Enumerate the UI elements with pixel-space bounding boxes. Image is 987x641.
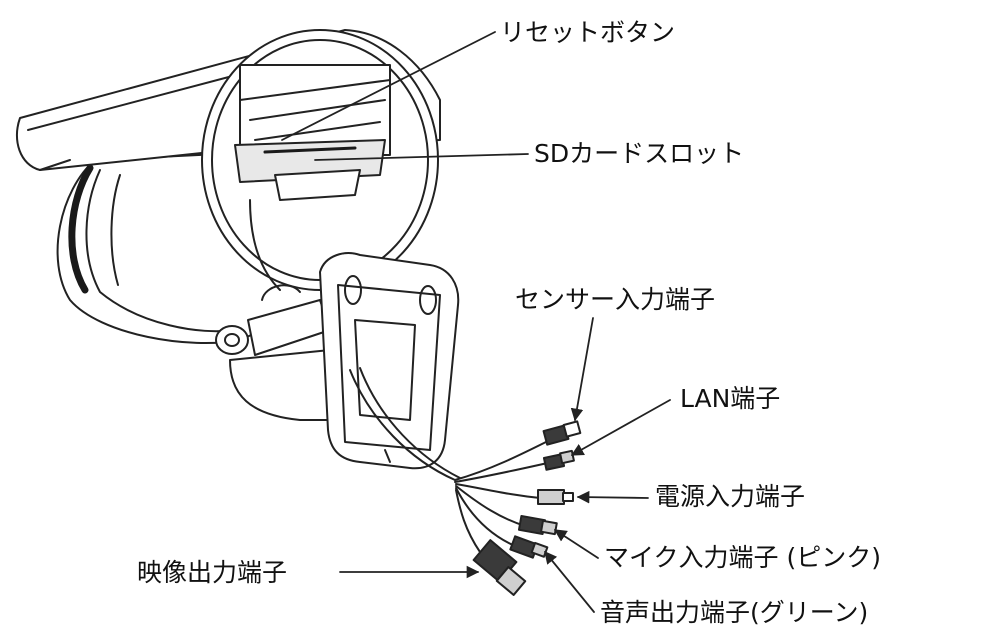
connectors: [472, 420, 582, 596]
power-leader: [576, 490, 649, 504]
sd-leader: [314, 153, 529, 161]
lan-leader: [570, 399, 671, 456]
label-video-output: 映像出力端子: [137, 558, 288, 587]
label-sensor-input: センサー入力端子: [515, 285, 716, 314]
mic-leader: [553, 529, 599, 559]
sensor-leader: [570, 317, 594, 422]
mount-pivot: [215, 284, 341, 421]
power-connector: [537, 489, 574, 505]
wall-bracket: [319, 252, 460, 470]
cable-bundle: [349, 367, 553, 553]
mic-connector: [517, 515, 558, 536]
label-power-input: 電源入力端子: [655, 482, 806, 511]
leader-lines: [281, 31, 671, 613]
label-mic-input: マイク入力端子 (ピンク): [604, 543, 881, 572]
label-sd-card-slot: SDカードスロット: [534, 139, 745, 168]
reset-leader: [281, 31, 496, 141]
label-lan-port: LAN端子: [680, 384, 781, 413]
label-reset-button: リセットボタン: [500, 18, 676, 47]
audio-leader: [544, 551, 595, 613]
audio-connector: [509, 535, 549, 559]
video-connector: [472, 539, 527, 596]
sensor-connector: [542, 420, 582, 446]
label-audio-output: 音声出力端子(グリーン): [600, 598, 869, 627]
lan-connector: [542, 449, 575, 471]
